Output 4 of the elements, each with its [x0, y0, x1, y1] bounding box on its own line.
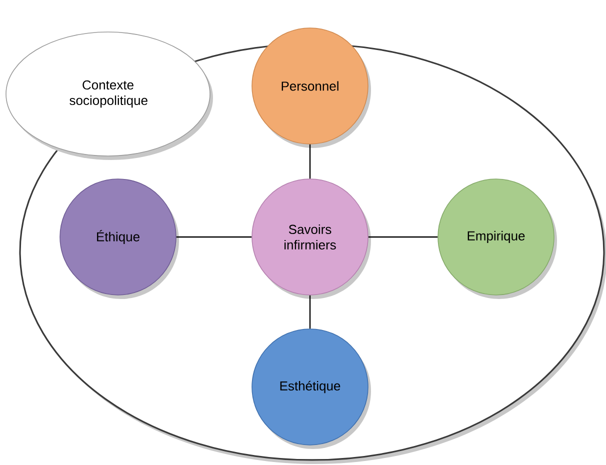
connector-line — [176, 236, 252, 238]
connector-line — [368, 236, 438, 238]
connector-line — [309, 144, 311, 179]
connector-line — [309, 295, 311, 329]
